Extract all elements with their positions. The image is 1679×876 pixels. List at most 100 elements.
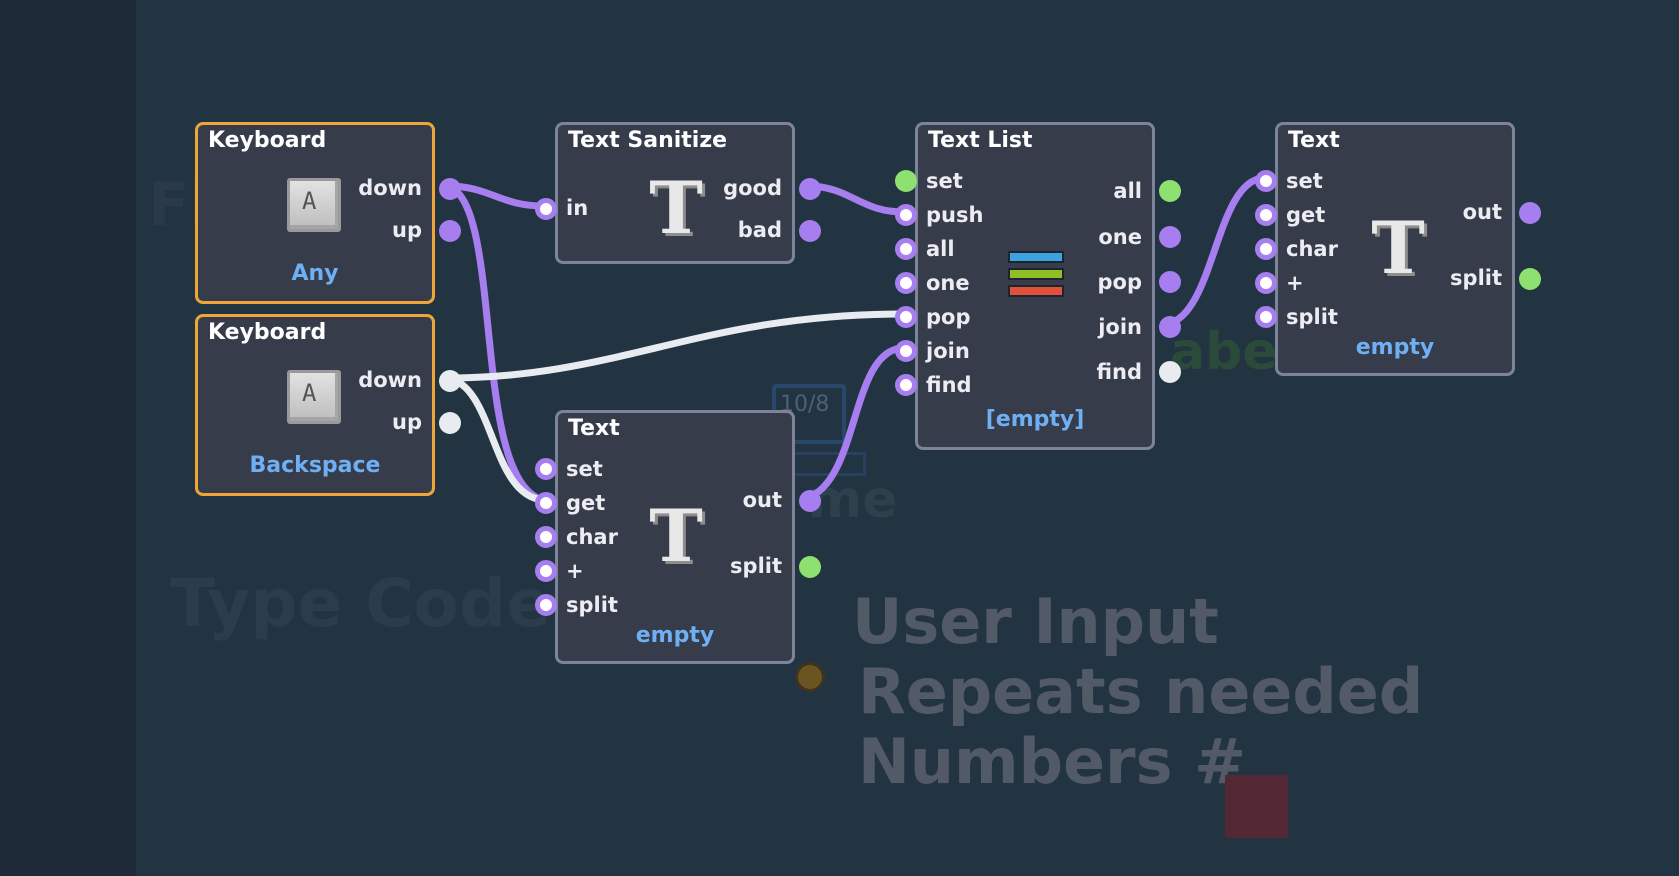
wire-sanitize-good-to-list-push[interactable] — [803, 182, 907, 216]
output-port-down[interactable] — [439, 178, 461, 200]
output-port-up[interactable] — [439, 220, 461, 242]
input-port-char[interactable] — [1255, 238, 1277, 260]
port-label-set: set — [566, 457, 603, 481]
bg-label-numbers: Numbers # — [858, 725, 1247, 798]
node-title: Text Sanitize — [568, 128, 728, 153]
bg-gear-icon — [795, 662, 825, 692]
input-port-plus[interactable] — [535, 560, 557, 582]
input-port-set[interactable] — [535, 458, 557, 480]
port-label-char: char — [1286, 237, 1338, 261]
port-label-down: down — [358, 176, 422, 200]
port-label-split-out: split — [1450, 266, 1502, 290]
node-value: [empty] — [985, 407, 1085, 432]
node-value: Any — [291, 261, 339, 286]
output-port-good[interactable] — [799, 178, 821, 200]
input-port-plus[interactable] — [1255, 272, 1277, 294]
port-label-plus: + — [1286, 271, 1304, 295]
text-t-icon: T — [649, 493, 703, 578]
port-label-set: set — [1286, 169, 1323, 193]
text-node-right[interactable]: Text set get char + split T out split em… — [1255, 122, 1541, 376]
node-value: Backspace — [249, 453, 381, 478]
output-port-out[interactable] — [1519, 202, 1541, 224]
node-value: empty — [635, 623, 715, 648]
list-stack-icon — [1008, 251, 1064, 302]
bg-label-user-input: User Input — [852, 585, 1219, 658]
keyboard-node-any[interactable]: Keyboard A down up Any — [195, 122, 461, 304]
port-label-join-out: join — [1098, 315, 1142, 339]
bg-label-abe: abe — [1170, 322, 1278, 382]
port-label-good: good — [723, 176, 782, 200]
output-port-bad[interactable] — [799, 220, 821, 242]
port-label-find-out: find — [1096, 360, 1142, 384]
port-label-plus: + — [566, 559, 584, 583]
input-port-join[interactable] — [895, 340, 917, 362]
input-port-set[interactable] — [1255, 170, 1277, 192]
port-label-find: find — [926, 373, 972, 397]
wire-kb2-down-to-text-get[interactable] — [443, 374, 547, 504]
port-label-set: set — [926, 169, 963, 193]
keyboard-key-icon: A — [287, 370, 341, 424]
bg-label-me: me — [808, 470, 898, 530]
input-port-find[interactable] — [895, 374, 917, 396]
input-port-push[interactable] — [895, 204, 917, 226]
input-port-get[interactable] — [535, 492, 557, 514]
port-label-out: out — [742, 488, 782, 512]
output-port-out[interactable] — [799, 490, 821, 512]
port-label-up: up — [392, 410, 422, 434]
input-port-pop[interactable] — [895, 306, 917, 328]
input-port-split[interactable] — [535, 594, 557, 616]
output-port-up[interactable] — [439, 412, 461, 434]
output-port-pop[interactable] — [1159, 271, 1181, 293]
node-title: Keyboard — [208, 320, 327, 345]
node-value: empty — [1355, 335, 1435, 360]
port-label-join: join — [926, 339, 970, 363]
left-sidebar-strip — [0, 0, 136, 876]
keyboard-key-icon: A — [287, 178, 341, 232]
wire-list-join-to-text-set[interactable] — [1163, 174, 1267, 328]
port-label-up: up — [392, 218, 422, 242]
port-label-down: down — [358, 368, 422, 392]
text-list-node[interactable]: Text List set push all one pop join find… — [895, 122, 1181, 450]
port-label-bad: bad — [737, 218, 782, 242]
bg-red-square — [1225, 775, 1288, 838]
port-label-get: get — [1286, 203, 1326, 227]
port-label-one: one — [926, 271, 970, 295]
input-port-get[interactable] — [1255, 204, 1277, 226]
node-title: Text List — [928, 128, 1033, 153]
wire-kb1-down-to-text-get[interactable] — [443, 182, 547, 504]
wire-text-out-to-list-join[interactable] — [803, 344, 907, 502]
output-port-find[interactable] — [1159, 361, 1181, 383]
port-label-all: all — [926, 237, 955, 261]
bg-label-repeats-needed: Repeats needed — [858, 655, 1424, 728]
text-t-icon: T — [1371, 205, 1425, 290]
output-port-one[interactable] — [1159, 226, 1181, 248]
text-node-bottom[interactable]: Text set get char + split T out split em… — [535, 410, 821, 664]
output-port-join[interactable] — [1159, 316, 1181, 338]
port-label-split: split — [566, 593, 618, 617]
port-label-split: split — [1286, 305, 1338, 329]
text-sanitize-node[interactable]: Text Sanitize in T good bad — [535, 122, 821, 264]
node-title: Text — [568, 416, 620, 441]
output-port-all[interactable] — [1159, 180, 1181, 202]
input-port-split[interactable] — [1255, 306, 1277, 328]
port-label-pop-out: pop — [1097, 270, 1143, 294]
wire-kb2-down-to-list-pop[interactable] — [443, 310, 907, 382]
input-port-in[interactable] — [535, 198, 557, 220]
input-port-one[interactable] — [895, 272, 917, 294]
port-label-push: push — [926, 203, 984, 227]
port-label-split-out: split — [730, 554, 782, 578]
port-label-out: out — [1462, 200, 1502, 224]
port-label-get: get — [566, 491, 606, 515]
input-port-all[interactable] — [895, 238, 917, 260]
keyboard-node-backspace[interactable]: Keyboard A down up Backspace — [195, 314, 461, 496]
text-t-icon: T — [649, 165, 703, 250]
output-port-down[interactable] — [439, 370, 461, 392]
input-port-set[interactable] — [895, 170, 917, 192]
output-port-split[interactable] — [1519, 268, 1541, 290]
node-title: Text — [1288, 128, 1340, 153]
port-label-char: char — [566, 525, 618, 549]
port-label-one-out: one — [1098, 225, 1142, 249]
input-port-char[interactable] — [535, 526, 557, 548]
node-title: Keyboard — [208, 128, 327, 153]
output-port-split[interactable] — [799, 556, 821, 578]
